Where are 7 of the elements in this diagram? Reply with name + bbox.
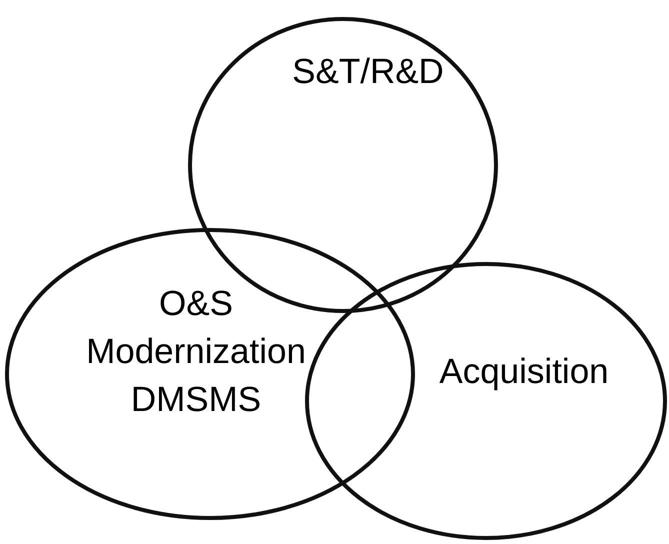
set-label: Modernization (86, 332, 306, 372)
set-label: DMSMS (130, 380, 262, 420)
set-label: S&T/R&D (292, 52, 444, 92)
venn-ellipse (5, 228, 415, 520)
set-label: O&S (159, 284, 233, 324)
set-label: Acquisition (439, 352, 609, 392)
venn-ellipse (305, 262, 667, 540)
